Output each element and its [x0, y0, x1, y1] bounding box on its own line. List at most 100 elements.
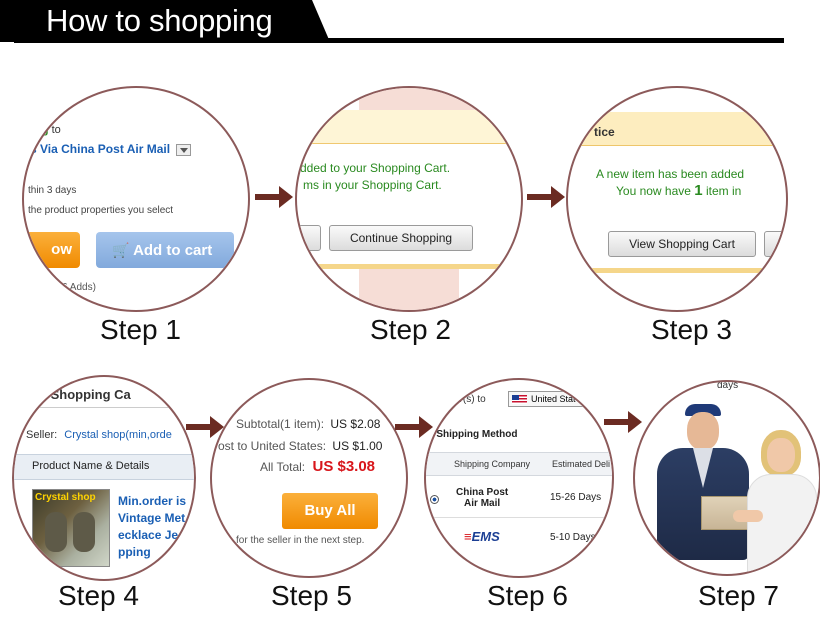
- col-shipping-company: Shipping Company: [454, 459, 531, 469]
- step3-item-count: 1: [694, 182, 703, 199]
- step4-seller-label: Seller:: [26, 429, 58, 441]
- step7-days-text: days: [717, 380, 739, 391]
- postage-value: US $1.00: [332, 439, 383, 453]
- product-title-link[interactable]: Min.order is Vintage Met ecklace Je ppin…: [118, 493, 186, 561]
- step6-method-title: e Shipping Method: [428, 429, 518, 440]
- ems-logo-text: EMS: [471, 529, 500, 544]
- product-thumbnail-watermark: Crystal shop: [35, 492, 96, 503]
- step3-circle: tice A new item has been added You now h…: [566, 86, 788, 312]
- continue-shopping-button[interactable]: Continue Shopping: [329, 225, 473, 251]
- step6-table-header: [426, 452, 612, 476]
- china-post-radio[interactable]: [430, 495, 439, 504]
- step3-label: Step 3: [651, 314, 732, 345]
- step3-item-text: item in: [705, 184, 742, 198]
- step1-ship-to: to: [51, 124, 61, 136]
- product-title-line2: Vintage Met: [118, 511, 186, 525]
- step4-column-header: Product Name & Details: [32, 460, 150, 472]
- product-thumbnail[interactable]: Crystal shop: [32, 489, 110, 567]
- buy-all-label: Buy All: [304, 502, 356, 519]
- ems-logo: ≡EMS: [464, 529, 500, 544]
- step6-ship-to: er(s) to: [454, 394, 486, 405]
- us-flag-icon: [512, 395, 527, 404]
- step2-notice-bar: [297, 110, 521, 144]
- step1-ship-line: ing to: [32, 124, 61, 136]
- step2-background: [359, 88, 499, 110]
- step2-other-button[interactable]: [297, 225, 321, 251]
- arrow-1: [255, 186, 293, 208]
- step2-added-text: dded to your Shopping Cart.: [300, 161, 451, 175]
- step4-circle: ur Shopping Ca Seller: Crystal shop(min,…: [12, 375, 196, 581]
- dropdown-icon[interactable]: [176, 143, 192, 156]
- step1-adds-count: 6 Adds): [62, 282, 96, 293]
- step1-shipping-link[interactable]: s Via China Post Air Mail: [30, 142, 192, 156]
- step3-added-text: A new item has been added: [596, 167, 745, 181]
- buy-all-button[interactable]: Buy All: [282, 493, 378, 529]
- woman-face: [767, 438, 795, 472]
- arrow-2: [527, 186, 565, 208]
- step1-properties-text: the product properties you select: [28, 205, 174, 216]
- china-post-days: 15-26 Days: [550, 492, 602, 503]
- total-value: US $3.08: [312, 458, 376, 475]
- step6-row-divider: [426, 517, 612, 518]
- china-post-name-line1: China Post: [456, 487, 509, 498]
- add-to-cart-label: Add to cart: [133, 242, 213, 259]
- arrow-4: [186, 416, 224, 438]
- view-shopping-cart-label: View Shopping Cart: [629, 237, 735, 251]
- step3-notice-title: tice: [594, 125, 615, 139]
- step4-seller-link[interactable]: Crystal shop(min,orde: [64, 429, 172, 441]
- china-post-name-line2: Air Mail: [464, 498, 501, 509]
- cart-icon: 🛒: [112, 242, 130, 258]
- step2-label: Step 2: [370, 314, 451, 345]
- step6-circle: er(s) to United Stat e Shipping Method S…: [424, 378, 614, 578]
- step2-bottom-bg: [359, 269, 459, 310]
- arrow-6: [604, 411, 642, 433]
- subtotal-label: Subtotal(1 item):: [236, 417, 325, 431]
- ems-logo-mark: ≡: [464, 529, 472, 544]
- product-title-line3: ecklace Je: [118, 528, 179, 542]
- step3-count-line: You now have 1 item in: [616, 182, 741, 199]
- step3-notice-bar: [568, 112, 786, 146]
- subtotal-value: US $2.08: [330, 417, 381, 431]
- arrow-5: [395, 416, 433, 438]
- postage-label: ost to United States:: [218, 439, 327, 453]
- view-shopping-cart-button[interactable]: View Shopping Cart: [608, 231, 756, 257]
- owl-image-right: [73, 512, 95, 552]
- step1-delivery-time: thin 3 days: [28, 185, 77, 196]
- step2-divider: [297, 264, 521, 269]
- buy-now-button[interactable]: ow: [24, 232, 80, 268]
- us-flag-canton: [512, 395, 519, 400]
- total-label: All Total:: [260, 460, 306, 474]
- product-title-line1: Min.order is: [118, 494, 187, 508]
- step5-circle: Subtotal(1 item): US $2.08 ost to United…: [210, 378, 408, 578]
- page-title: How to shopping: [46, 3, 273, 38]
- buy-now-label: ow: [51, 241, 72, 258]
- step3-divider: [568, 268, 786, 273]
- col-estimated-delivery: Estimated Deli: [552, 459, 611, 469]
- step7-label: Step 7: [698, 580, 779, 611]
- country-select[interactable]: United Stat: [508, 391, 588, 407]
- header-divider: [14, 38, 784, 43]
- step7-circle: days: [633, 380, 820, 576]
- step5-subtotal-line: Subtotal(1 item): US $2.08: [236, 417, 380, 431]
- header-banner: [0, 0, 330, 42]
- step5-total-line: All Total: US $3.08: [260, 458, 375, 475]
- step1-label: Step 1: [100, 314, 181, 345]
- step2-circle: dded to your Shopping Cart. ms in your S…: [295, 86, 523, 312]
- step5-label: Step 5: [271, 580, 352, 611]
- china-post-name: China Post Air Mail: [456, 487, 508, 509]
- step1-shipping-text: s Via China Post Air Mail: [30, 142, 171, 156]
- owl-image-left: [45, 512, 67, 552]
- step4-label: Step 4: [58, 580, 139, 611]
- delivery-man-illustration: [635, 382, 819, 574]
- continue-shopping-label: Continue Shopping: [349, 231, 453, 245]
- woman-hand: [733, 510, 763, 522]
- step5-post-line: ost to United States: US $1.00: [218, 439, 382, 453]
- country-value: United Stat: [531, 394, 576, 404]
- step3-other-button[interactable]: [764, 231, 786, 257]
- ems-days: 5-10 Days: [550, 532, 596, 543]
- add-to-cart-button[interactable]: 🛒 Add to cart: [96, 232, 234, 268]
- product-title-line4: pping: [118, 545, 151, 559]
- step3-have-text: You now have: [616, 184, 691, 198]
- step4-seller-line: Seller: Crystal shop(min,orde: [26, 429, 172, 441]
- step4-cart-title: ur Shopping Ca: [34, 387, 131, 402]
